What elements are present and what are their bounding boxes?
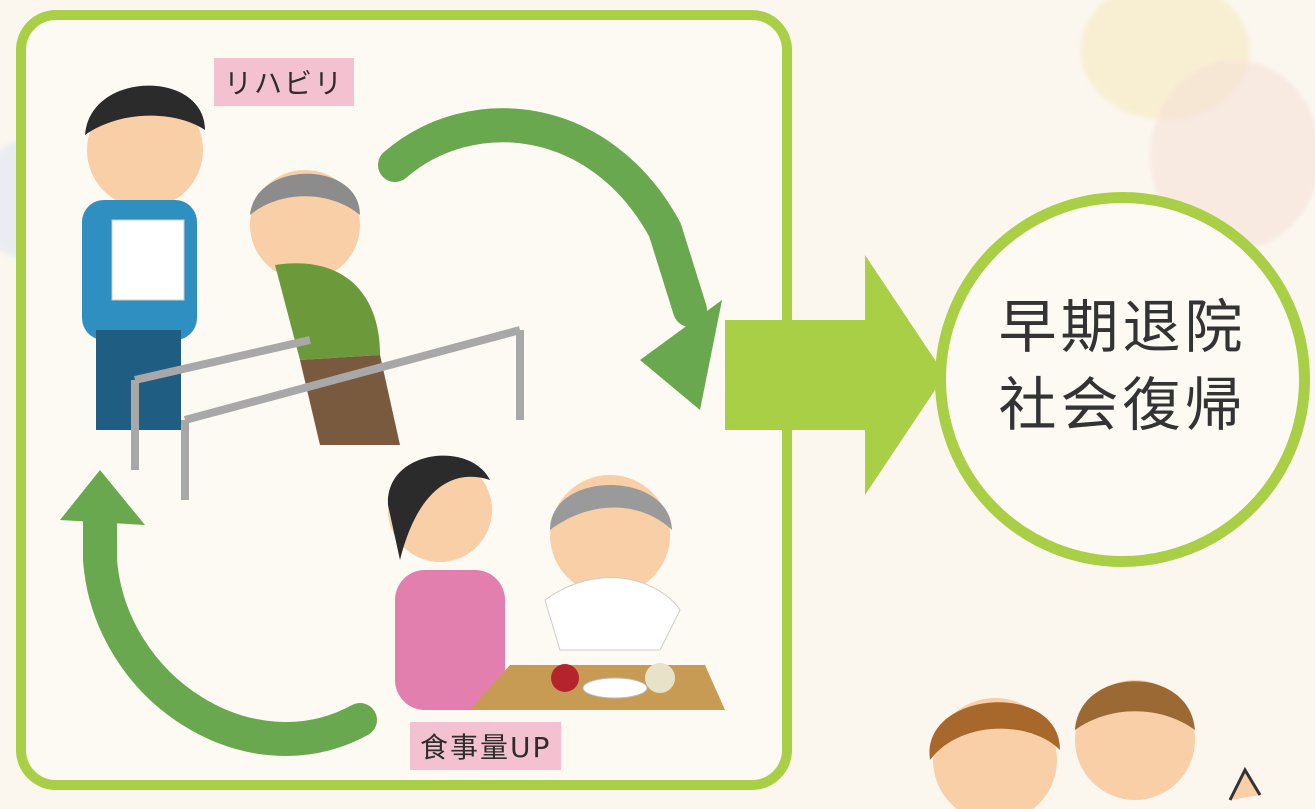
meal-increase-label: 食事量UP <box>410 722 562 770</box>
rehab-label: リハビリ <box>214 58 355 106</box>
social-return-text: 社会復帰 <box>998 371 1247 439</box>
couple-illustration <box>929 680 1262 809</box>
elderly-man-illustration <box>131 170 524 500</box>
result-circle <box>935 192 1310 567</box>
result-text: 早期退院 社会復帰 <box>935 288 1310 444</box>
early-discharge-text: 早期退院 <box>998 293 1247 361</box>
cycle-arrow-bottom-left <box>60 470 377 756</box>
cycle-arrow-top-right <box>378 108 722 410</box>
meal-assistance-illustration <box>387 455 725 710</box>
result-arrow <box>725 255 945 495</box>
